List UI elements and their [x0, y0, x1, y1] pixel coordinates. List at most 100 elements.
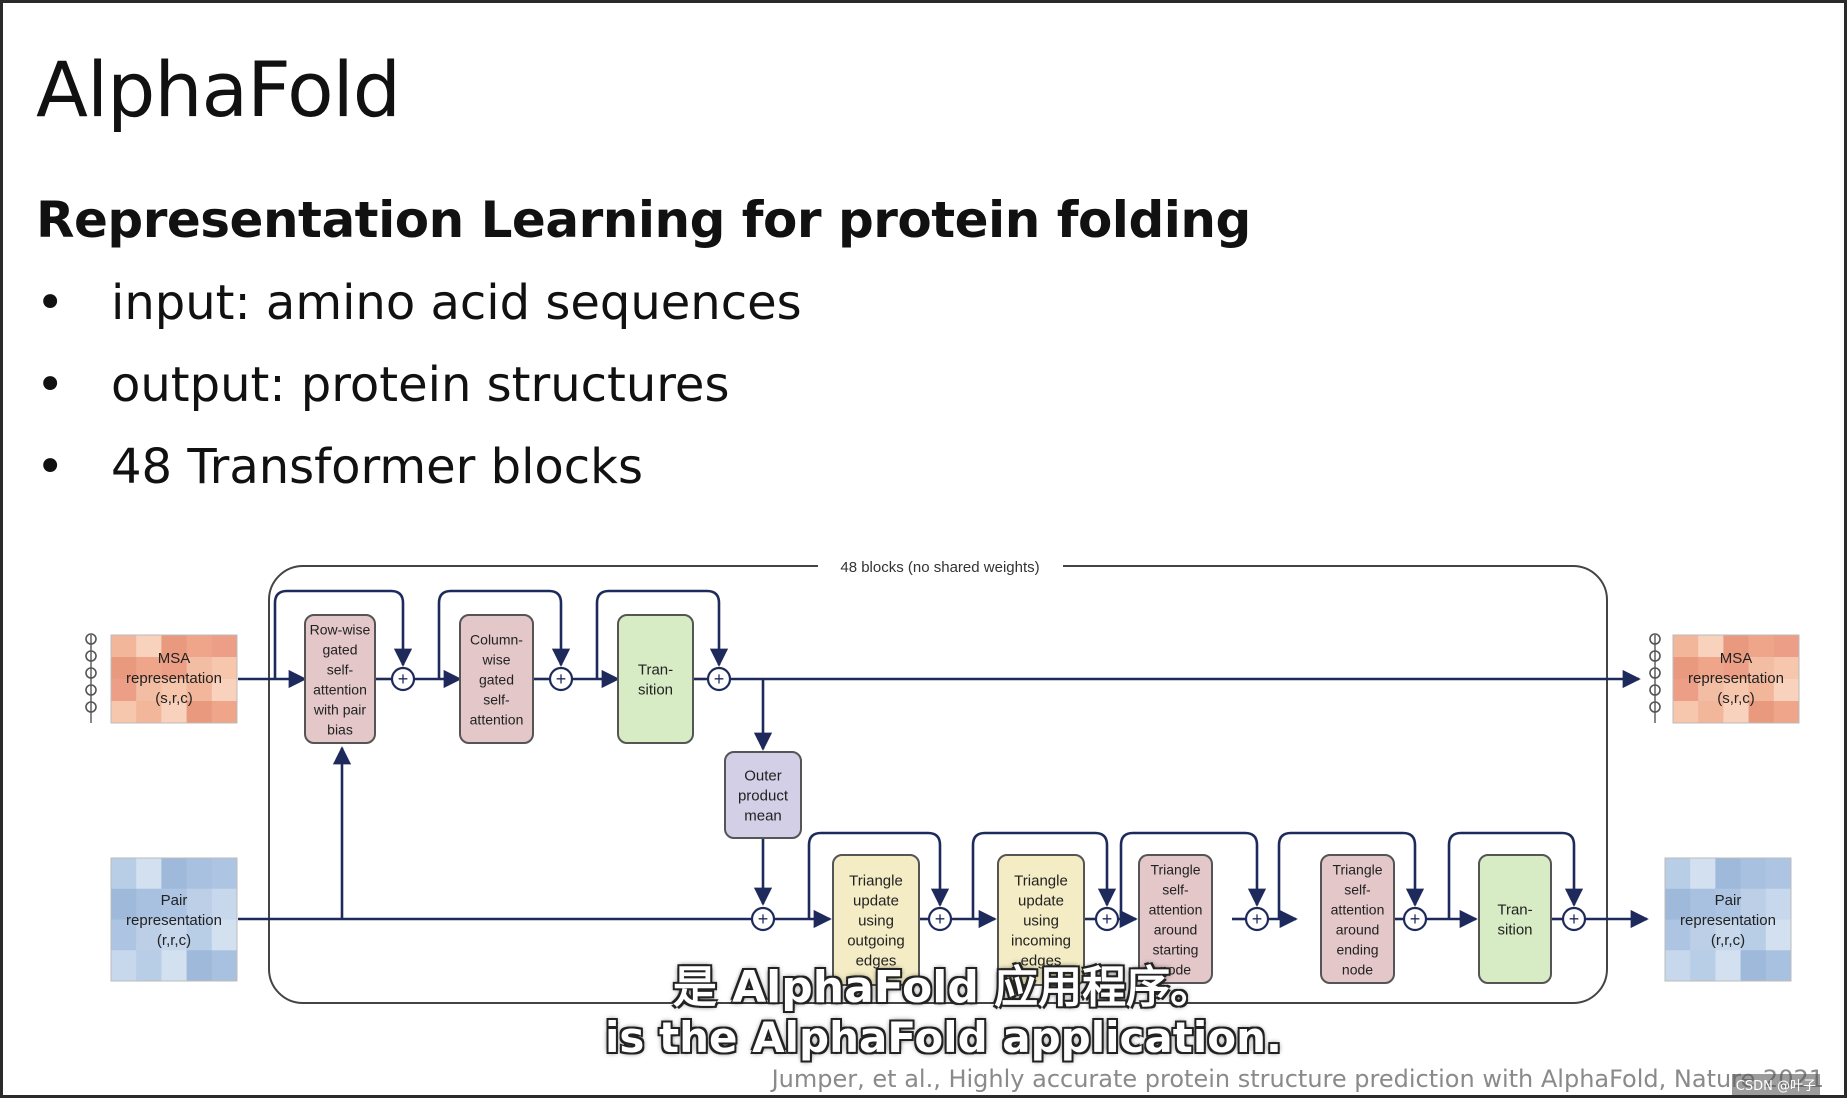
pair-output-representation-tile [1765, 950, 1792, 982]
row-attention-box-shape [304, 614, 376, 744]
residual-add-node: + [390, 666, 416, 692]
pair-input-representation-tile [161, 858, 188, 890]
msa-output-representation-tile [1748, 679, 1775, 702]
pair-input-representation-tile [211, 888, 238, 920]
node-label-line: using [858, 913, 894, 930]
pair-input-representation-tile [211, 919, 238, 951]
pair-input-representation-tile [161, 919, 188, 951]
sequence-stack-icon [1649, 633, 1661, 723]
msa-input-representation-tile [211, 635, 238, 658]
residual-skip [1447, 831, 1584, 919]
pair-output-representation-tile [1690, 888, 1716, 920]
msa-output-representation-tile [1698, 701, 1724, 724]
node-label-line: node [1160, 962, 1191, 978]
pair-input-representation-tile [186, 950, 213, 982]
residual-skip [273, 589, 413, 679]
msa-input-representation-tile [136, 657, 162, 680]
msa-output-representation-tile [1698, 635, 1724, 658]
pair-output-label-line: representation [1680, 912, 1776, 929]
pair-output-representation-tile [1690, 858, 1716, 890]
bullet-marker: • [36, 275, 65, 331]
triangle-attention-end-box-shape [1320, 854, 1395, 984]
msa-input-representation-tile [136, 635, 162, 658]
msa-output-representation-border [1672, 634, 1800, 724]
msa-input-representation-tile [136, 701, 162, 724]
subtitle-chinese: 是 AlphaFold 应用程序。 [672, 962, 1215, 1013]
msa-input-representation-tile [161, 657, 188, 680]
pair-input-representation-tile [111, 919, 137, 951]
pair-output-representation-tile [1715, 950, 1742, 982]
outer-product-box-shape [724, 751, 802, 839]
node-label-line: edges [1021, 953, 1062, 970]
node-label-line: using [1023, 913, 1059, 930]
pair-output-representation-tile [1740, 919, 1767, 951]
residual-add-circle [1561, 906, 1587, 932]
node-label-line: Column- [470, 632, 523, 648]
residual-add-node: + [706, 666, 732, 692]
node-label-line: sition [638, 682, 673, 699]
pair-input-representation-border [110, 857, 238, 982]
node-label-line: bias [327, 722, 353, 738]
residual-add-circle [1402, 906, 1428, 932]
pair-output-representation-tile [1665, 888, 1691, 920]
msa-input-representation-tile [186, 701, 213, 724]
pair-input-representation-tile [136, 888, 162, 920]
msa-output-representation-tile [1723, 635, 1750, 658]
msa-output-representation-tile [1773, 657, 1800, 680]
msa-output-representation-tile [1673, 657, 1699, 680]
msa-output-representation-tile [1673, 679, 1699, 702]
node-label-line: with pair [313, 702, 366, 718]
msa-output-representation-tile [1773, 679, 1800, 702]
pair-transition-box-shape [1478, 854, 1552, 984]
pair-output-representation-tile [1690, 919, 1716, 951]
pair-output-representation-border [1664, 857, 1792, 982]
msa-output-representation-tile [1698, 679, 1724, 702]
residual-add-circle [706, 666, 732, 692]
pair-output-label-line: (r,r,c) [1711, 932, 1745, 949]
bullet-marker: • [36, 439, 65, 495]
residual-add-circle [1244, 906, 1270, 932]
node-label-line: sition [1497, 922, 1532, 939]
msa-input-representation-tile [161, 701, 188, 724]
msa-input-representation-tile [186, 657, 213, 680]
evoformer-diagram: 48 blocks (no shared weights) MSAreprese… [85, 555, 1800, 1004]
node-label-line: self- [1162, 882, 1189, 898]
pair-input-representation-tile [211, 858, 238, 890]
pair-output-representation-tile [1715, 919, 1742, 951]
pair-input-representation-tile [186, 888, 213, 920]
pair-input-representation-tile [111, 858, 137, 890]
residual-add-symbol: + [758, 909, 769, 929]
node-label-line: self- [483, 692, 510, 708]
pair-input-representation-tile [161, 888, 188, 920]
msa-input-representation-tile [161, 635, 188, 658]
watermark: CSDN @叶子 [1731, 1074, 1820, 1095]
node-label-line: wise [481, 652, 510, 668]
node-label-line: Outer [744, 768, 782, 785]
pair-output-representation-tile [1765, 888, 1792, 920]
residual-skip [595, 589, 729, 679]
residual-add-symbol: + [1252, 909, 1263, 929]
triangle-outgoing-box-shape [832, 854, 920, 986]
msa-input-representation-tile [186, 679, 213, 702]
residual-add-circle [750, 906, 776, 932]
citation: Jumper, et al., Highly accurate protein … [771, 1065, 1824, 1093]
pair-input-representation-tile [211, 950, 238, 982]
msa-input-representation-tile [111, 679, 137, 702]
pair-input-label-line: Pair [161, 892, 188, 909]
node-label-line: Triangle [1014, 873, 1068, 890]
node-label-line: attention [1331, 902, 1385, 918]
residual-skip [971, 831, 1117, 919]
node-label-line: gated [479, 672, 514, 688]
slide-subtitle: Representation Learning for protein fold… [36, 191, 1251, 249]
pair-input-representation-tile [111, 950, 137, 982]
node-label-line: attention [313, 682, 367, 698]
node-label-line: Tran- [1497, 902, 1532, 919]
